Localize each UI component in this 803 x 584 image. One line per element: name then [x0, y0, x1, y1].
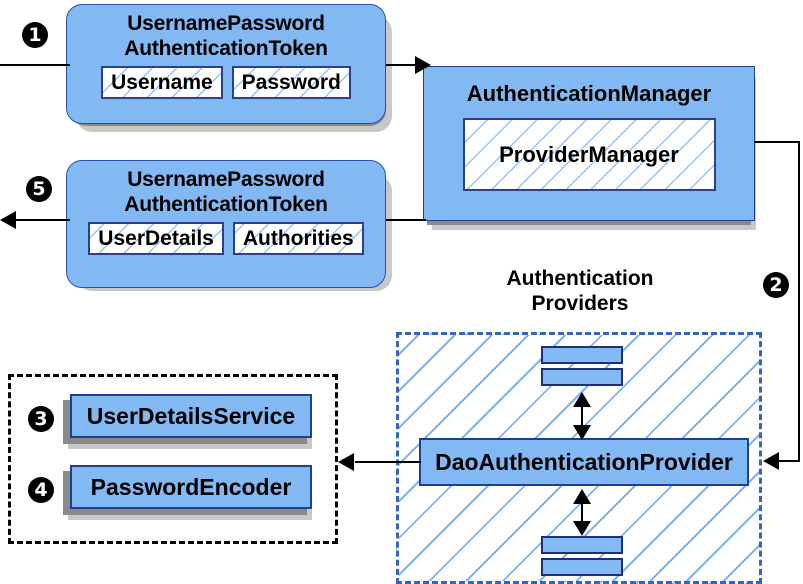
top-stub-to-dao-line [581, 396, 583, 434]
response-authentication-token[interactable]: UsernamePassword AuthenticationToken Use… [66, 160, 386, 288]
dao-to-bottom-stub-arrowhead-down [573, 521, 591, 536]
provider-stub-bottom-1[interactable] [541, 536, 623, 554]
dao-authentication-provider[interactable]: DaoAuthenticationProvider [419, 438, 749, 486]
provider-stub-top-2[interactable] [541, 368, 623, 386]
response-token-title-line2: AuthenticationToken [124, 193, 328, 216]
step-badge-4: 4 [28, 477, 54, 503]
step-badge-1: 1 [22, 22, 48, 48]
token-to-manager-line [386, 64, 422, 66]
dao-to-collaborators-arrowhead [338, 453, 354, 471]
request-token-fields: Username Password [67, 66, 385, 99]
manager-to-response-token-line [386, 219, 426, 221]
top-stub-to-dao-arrowhead-down [573, 425, 591, 440]
collaborators-group [8, 374, 338, 544]
authorities-field[interactable]: Authorities [232, 222, 364, 255]
manager-to-providers-line-bottom [779, 460, 800, 462]
password-encoder[interactable]: PasswordEncoder [70, 465, 312, 509]
response-token-title: UsernamePassword AuthenticationToken [67, 161, 385, 217]
provider-stub-top-1[interactable] [541, 346, 623, 364]
dao-to-bottom-stub-line [581, 492, 583, 530]
username-field[interactable]: Username [101, 66, 223, 99]
step-badge-2: 2 [763, 272, 789, 298]
providers-caption-line1: Authentication [506, 267, 654, 290]
token-to-manager-arrowhead [415, 56, 431, 74]
step-badge-5: 5 [26, 176, 52, 202]
top-stub-to-dao-arrowhead-up [573, 392, 591, 407]
step-badge-3: 3 [28, 406, 54, 432]
dao-to-bottom-stub-arrowhead-up [573, 489, 591, 504]
provider-manager[interactable]: ProviderManager [462, 118, 716, 191]
authentication-manager-title: AuthenticationManager [466, 81, 712, 106]
providers-caption-line2: Providers [531, 292, 629, 315]
user-details-field[interactable]: UserDetails [88, 222, 224, 255]
request-authentication-token[interactable]: UsernamePassword AuthenticationToken Use… [66, 4, 386, 124]
outgoing-response-line [16, 219, 70, 221]
response-token-fields: UserDetails Authorities [67, 222, 385, 255]
incoming-request-line [0, 64, 70, 66]
request-token-title-line2: AuthenticationToken [124, 37, 328, 60]
dao-to-collaborators-line [355, 461, 421, 463]
password-field[interactable]: Password [231, 66, 351, 99]
user-details-service[interactable]: UserDetailsService [70, 394, 312, 438]
providers-caption: Authentication Providers [470, 266, 690, 316]
authentication-manager[interactable]: AuthenticationManager ProviderManager [423, 66, 755, 221]
outgoing-response-arrowhead [0, 211, 16, 229]
request-token-title-line1: UsernamePassword [127, 12, 325, 35]
manager-to-providers-line-vertical [798, 141, 800, 461]
manager-to-providers-arrowhead [763, 452, 779, 470]
manager-to-providers-line-top [754, 141, 800, 143]
request-token-title: UsernamePassword AuthenticationToken [67, 5, 385, 61]
provider-stub-bottom-2[interactable] [541, 558, 623, 576]
response-token-title-line1: UsernamePassword [127, 168, 325, 191]
